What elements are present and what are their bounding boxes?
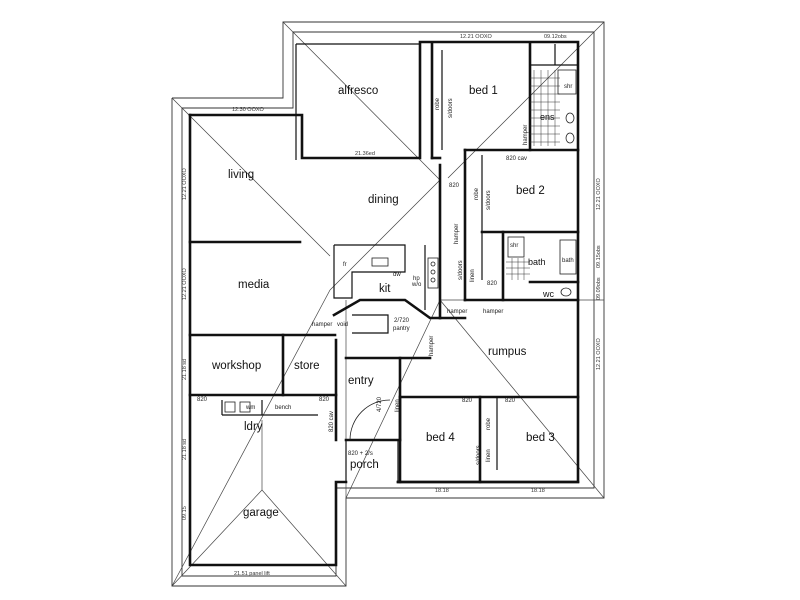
room-porch: porch bbox=[350, 459, 379, 471]
label-sdoors: s/doors bbox=[476, 445, 482, 465]
label-robe: robe bbox=[486, 417, 492, 430]
kitchen-sink bbox=[371, 257, 389, 267]
label-door-820: 820 bbox=[449, 183, 460, 189]
label-hamper: hamper bbox=[523, 125, 529, 145]
room-garage: garage bbox=[243, 507, 279, 519]
room-media: media bbox=[238, 279, 270, 291]
room-workshop: workshop bbox=[211, 360, 261, 372]
label-hamper: hamper bbox=[483, 309, 503, 315]
external-walls bbox=[188, 40, 580, 567]
room-store: store bbox=[294, 360, 320, 372]
label-hamper: hamper bbox=[429, 336, 435, 356]
small-labels: robe s/doors hamper 820 cav 820 robe s/d… bbox=[197, 84, 574, 465]
label-hamper: hamper bbox=[454, 224, 460, 244]
label-door-4720: 4/720 bbox=[377, 396, 383, 412]
label-shr-ens: shr bbox=[564, 84, 572, 90]
room-bath: bath bbox=[528, 257, 546, 267]
label-hamper: hamper bbox=[312, 322, 332, 328]
room-bed1: bed 1 bbox=[469, 85, 498, 97]
label-door-2720: 2/720 bbox=[394, 318, 410, 324]
internal-walls bbox=[188, 42, 580, 484]
dim-right-mid: 09.15obs bbox=[596, 245, 602, 268]
dim-bottom-bed4: 18.18 bbox=[435, 488, 449, 494]
dim-top-right2: 09.12obs bbox=[544, 34, 567, 40]
cooktop-burner bbox=[430, 277, 436, 283]
room-ldry: ldry bbox=[244, 421, 263, 433]
label-door-820-cav: 820 cav bbox=[329, 411, 335, 432]
label-hp: hp bbox=[413, 276, 420, 282]
room-ens: ens bbox=[540, 112, 555, 122]
label-pantry: pantry bbox=[393, 326, 410, 332]
laundry-wm bbox=[224, 401, 236, 413]
dim-left-mid: 12.21 OOXO bbox=[182, 267, 188, 300]
label-robe: robe bbox=[474, 187, 480, 200]
dim-top-right: 12.21 OOXO bbox=[460, 34, 493, 40]
label-bench: bench bbox=[275, 405, 291, 411]
label-linen: linen bbox=[470, 269, 476, 282]
label-bath-small: bath bbox=[562, 258, 574, 264]
label-door-820: 820 bbox=[197, 397, 208, 403]
wc-toilet bbox=[560, 287, 572, 297]
label-door-820: 820 bbox=[487, 281, 498, 287]
dim-top-left: 12.30 OOXO bbox=[232, 107, 265, 113]
label-fr: fr bbox=[343, 262, 347, 268]
dim-left-lower: 21.18 sd bbox=[182, 359, 188, 380]
label-linen: linen bbox=[395, 399, 401, 412]
cooktop-burner bbox=[430, 261, 436, 267]
label-linen: linen bbox=[486, 449, 492, 462]
room-labels: alfresco bed 1 bed 2 living dining media… bbox=[211, 85, 555, 519]
dimension-labels: 12.21 OOXO 09.12obs 12.30 OOXO 21.36ed 1… bbox=[182, 34, 602, 577]
room-wc: wc bbox=[542, 289, 554, 299]
label-sdoors: s/doors bbox=[448, 98, 454, 118]
room-living: living bbox=[228, 169, 254, 181]
bath-tub bbox=[559, 239, 577, 275]
label-door-820: 820 bbox=[319, 397, 330, 403]
dim-right-mid2: 09.09obs bbox=[596, 277, 602, 300]
dim-left-upper: 12.21 OOXO bbox=[182, 167, 188, 200]
kitchen-cooktop bbox=[427, 257, 439, 289]
laundry-sink bbox=[239, 401, 251, 413]
dim-bottom-garage: 21.51 panel lift bbox=[234, 571, 270, 577]
ensuite-basin-2 bbox=[565, 132, 575, 144]
label-shr: shr bbox=[510, 243, 518, 249]
room-alfresco: alfresco bbox=[338, 85, 378, 97]
label-door-820: 820 bbox=[462, 398, 473, 404]
label-robe: robe bbox=[435, 97, 441, 110]
dim-dining-bottom: 21.36ed bbox=[355, 151, 375, 157]
ensuite-tiles bbox=[530, 70, 560, 146]
dim-left-ldry: 21.18 sd bbox=[182, 439, 188, 460]
entry-door-swing bbox=[349, 399, 391, 441]
cooktop-burner bbox=[430, 269, 436, 275]
label-dw: dw bbox=[393, 272, 401, 278]
ensuite-shower bbox=[557, 69, 577, 95]
room-kit: kit bbox=[379, 283, 391, 295]
label-void: void bbox=[337, 322, 348, 328]
room-bed3: bed 3 bbox=[526, 432, 555, 444]
room-bed4: bed 4 bbox=[426, 432, 455, 444]
dim-right-upper: 12.21 OOXO bbox=[596, 177, 602, 210]
label-door-820: 820 bbox=[505, 398, 516, 404]
dim-left-garage: 09.15 bbox=[182, 506, 188, 520]
room-bed2: bed 2 bbox=[516, 185, 545, 197]
label-door-820-bed2: 820 cav bbox=[506, 156, 527, 162]
room-dining: dining bbox=[368, 194, 399, 206]
room-rumpus: rumpus bbox=[488, 346, 527, 358]
label-wm: wm bbox=[245, 405, 255, 411]
label-sdoors: s/doors bbox=[486, 190, 492, 210]
bath-tiles bbox=[506, 258, 530, 280]
label-hamper: hamper bbox=[447, 309, 467, 315]
label-wo: w/o bbox=[411, 282, 422, 288]
label-door-820-porch: 820 + 2/s bbox=[348, 451, 373, 457]
fixtures bbox=[200, 69, 577, 566]
bath-shower bbox=[507, 236, 525, 258]
dim-bottom-bed3: 18.18 bbox=[531, 488, 545, 494]
ensuite-basin-1 bbox=[565, 112, 575, 124]
dim-right-rumpus: 12.21 OOXO bbox=[596, 337, 602, 370]
room-entry: entry bbox=[348, 375, 374, 387]
label-sdoors: s/doors bbox=[458, 260, 464, 280]
